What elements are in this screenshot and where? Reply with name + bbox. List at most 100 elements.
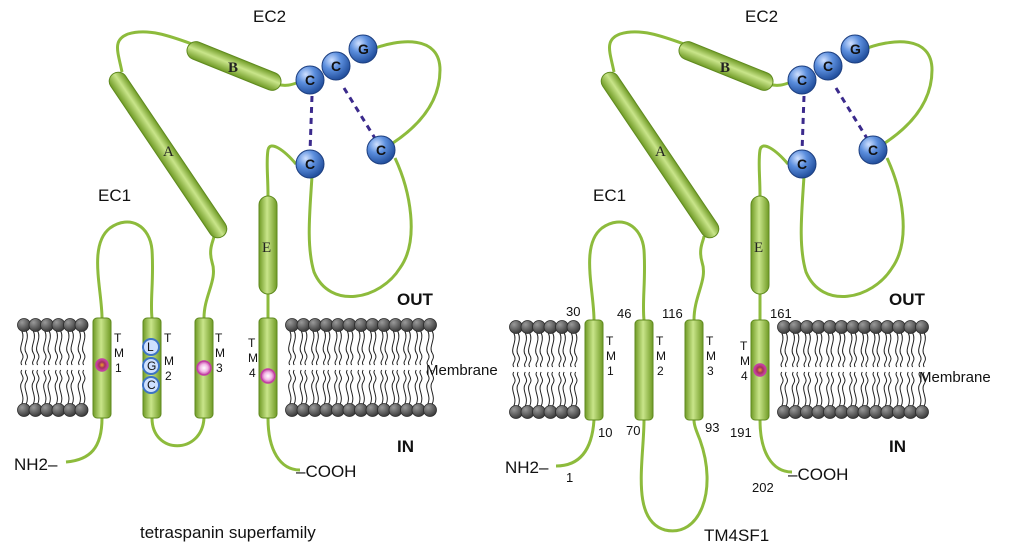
- left-helix-b-label: B: [228, 60, 238, 76]
- phospholipid-icon: [555, 405, 569, 419]
- lipid-tail: [77, 369, 82, 405]
- svg-text:4: 4: [741, 369, 748, 383]
- lipid-tail: [24, 369, 28, 405]
- lipid-tail: [391, 330, 396, 366]
- lipid-tail: [842, 332, 846, 368]
- lipid-bilayer: [509, 320, 581, 419]
- right-tm2-label: T M 2: [656, 334, 666, 378]
- lipid-tail: [54, 330, 59, 366]
- lipid-tail: [292, 369, 296, 405]
- lipid-tail: [373, 369, 377, 405]
- svg-text:T: T: [164, 331, 172, 345]
- phospholipid-icon: [17, 318, 31, 332]
- lipid-tail: [830, 371, 834, 407]
- lipid-tail: [403, 330, 407, 366]
- right-tm2: [634, 319, 654, 421]
- lipid-tail: [20, 330, 24, 366]
- phospholipid-icon: [823, 405, 837, 419]
- lipid-tail: [569, 332, 574, 368]
- lipid-tail: [380, 330, 384, 366]
- lipid-tail: [403, 369, 407, 405]
- phospholipid-icon: [342, 403, 357, 417]
- lipid-tail: [819, 332, 823, 368]
- left-out-label: OUT: [397, 290, 434, 309]
- phospholipid-icon: [342, 318, 357, 332]
- lipid-tail: [535, 371, 539, 407]
- lipid-tail: [82, 330, 86, 366]
- lipid-tail: [338, 330, 342, 366]
- svg-text:T: T: [656, 334, 664, 348]
- lipid-tail: [803, 332, 807, 368]
- phospholipid-icon: [285, 403, 299, 417]
- lipid-tail: [906, 332, 911, 368]
- svg-text:M: M: [248, 351, 258, 365]
- left-ec1-loop: [96, 220, 155, 319]
- lipid-tail: [911, 332, 915, 368]
- lipid-tail: [814, 371, 819, 407]
- svg-text:3: 3: [216, 361, 223, 375]
- lipid-tail: [558, 371, 562, 407]
- phospholipid-icon: [411, 403, 426, 417]
- left-tm3-polar-residue-icon: [196, 360, 212, 376]
- lipid-tail: [24, 330, 28, 366]
- right-membrane-label: Membrane: [919, 369, 991, 386]
- phospholipid-icon: [365, 318, 380, 332]
- left-helix-b: [186, 41, 282, 91]
- right-loops: [555, 30, 934, 533]
- phospholipid-icon: [308, 318, 322, 332]
- left-helix-a-label: A: [163, 144, 174, 160]
- left-c4-to-e-loop: [265, 144, 298, 197]
- lipid-tail: [853, 371, 857, 407]
- lipid-tail: [407, 369, 411, 405]
- left-tm2-residue-icon: [142, 338, 160, 356]
- left-ec2-label: EC2: [253, 7, 286, 26]
- right-tm3: [684, 319, 704, 421]
- right-ic-loop: [639, 419, 709, 533]
- phospholipid-icon: [74, 318, 89, 332]
- lipid-tail: [551, 332, 555, 368]
- phospholipid-icon: [520, 320, 535, 334]
- lipid-tail: [562, 371, 566, 407]
- position-number: 70: [626, 423, 640, 438]
- lipid-tail: [574, 332, 578, 368]
- lipid-tail: [780, 371, 784, 407]
- left-a-top-loop: [116, 30, 193, 73]
- right-disulfide-bond: [834, 87, 870, 141]
- left-ic-loop: [150, 417, 206, 448]
- left-tm4-label: T M 4: [248, 336, 258, 380]
- left-tm2-residues: L G C: [142, 338, 160, 394]
- lipid-tail: [430, 369, 434, 405]
- phospholipid-icon: [892, 320, 906, 334]
- svg-text:T: T: [740, 339, 748, 353]
- phospholipid-icon: [51, 403, 66, 417]
- lipid-tail: [426, 369, 430, 405]
- lipid-tail: [54, 369, 59, 405]
- left-cysteine-residue-icon: [366, 135, 396, 165]
- right-tm3-label: T M 3: [706, 334, 716, 378]
- phospholipid-icon: [788, 405, 803, 419]
- lipid-tail: [419, 330, 423, 366]
- lipid-tail: [826, 332, 830, 368]
- lipid-tail: [327, 369, 331, 405]
- right-cysteine-residue-icon: [787, 65, 817, 95]
- lipid-tail: [322, 369, 327, 405]
- right-helix-a-label: A: [655, 144, 666, 160]
- lipid-tail: [66, 330, 70, 366]
- lipid-tail: [842, 371, 846, 407]
- position-number: 161: [770, 306, 792, 321]
- phospholipid-icon: [63, 403, 77, 417]
- phospholipid-icon: [423, 318, 437, 332]
- right-ec2-residue-label: C: [868, 142, 878, 158]
- lipid-tail: [315, 330, 319, 366]
- right-n-terminus-label: NH2–: [505, 458, 549, 477]
- lipid-tail: [803, 371, 807, 407]
- right-disulfide-bond: [800, 95, 806, 153]
- lipid-tail: [361, 330, 365, 366]
- right-cysteine-residue-icon: [858, 135, 888, 165]
- phospholipid-icon: [40, 318, 54, 332]
- lipid-bilayer: [777, 320, 929, 419]
- lipid-tail: [883, 332, 888, 368]
- position-number: 93: [705, 420, 719, 435]
- phospholipid-icon: [869, 320, 883, 334]
